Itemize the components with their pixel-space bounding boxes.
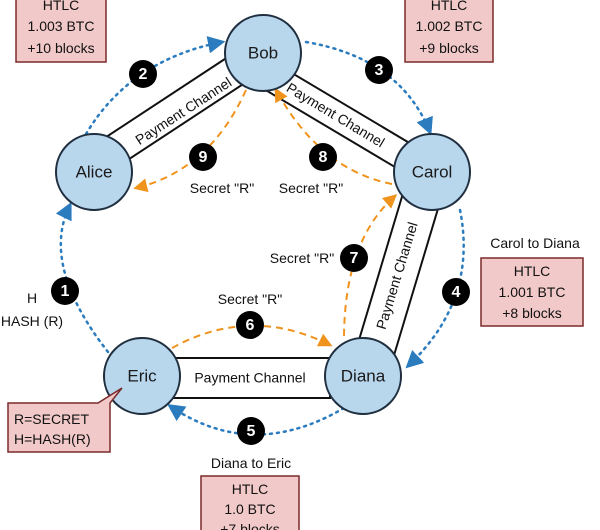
hash-label-h: H: [27, 290, 37, 306]
node-label-carol: Carol: [412, 162, 453, 181]
htlc-carol-diana-line-3: +8 blocks: [502, 305, 562, 321]
secret-label-6: Secret "R": [218, 291, 282, 307]
secret-arrow-eric-diana: [171, 324, 333, 349]
step-number-8: 8: [319, 149, 328, 166]
diana-to-eric-label: Diana to Eric: [211, 455, 291, 471]
htlc-bob-carol-line-1: HTLC: [431, 0, 468, 13]
node-label-eric: Eric: [127, 366, 157, 385]
htlc-box-diana-eric: HTLC 1.0 BTC +7 blocks: [200, 475, 300, 530]
step-number-6: 6: [246, 317, 255, 334]
htlc-diana-eric-line-1: HTLC: [232, 481, 269, 497]
step-badge-3: 3: [365, 56, 393, 84]
htlc-box-carol-diana: HTLC 1.001 BTC +8 blocks: [480, 257, 584, 327]
htlc-bob-carol-line-3: +9 blocks: [419, 40, 479, 56]
htlc-carol-diana-line-1: HTLC: [514, 263, 551, 279]
htlc-box-bob-carol: HTLC 1.002 BTC +9 blocks: [404, 0, 494, 63]
node-eric: Eric: [103, 337, 181, 415]
step-badge-6: 6: [236, 311, 264, 339]
htlc-carol-diana-line-2: 1.001 BTC: [499, 284, 566, 300]
secret-arrow-bob-alice: [133, 89, 247, 193]
node-bob: Bob: [224, 14, 302, 92]
htlc-diana-eric-line-2: 1.0 BTC: [224, 501, 275, 517]
htlc-diana-eric-line-3: +7 blocks: [220, 521, 280, 530]
htlc-alice-bob-line-1: HTLC: [43, 0, 80, 13]
carol-to-diana-label: Carol to Diana: [490, 235, 580, 251]
secret-label-7: Secret "R": [270, 250, 334, 266]
step-badge-8: 8: [309, 143, 337, 171]
secret-label-8: Secret "R": [279, 180, 343, 196]
node-label-diana: Diana: [341, 366, 386, 385]
forward-arrow-diana-eric: [167, 404, 346, 436]
htlc-bob-carol-line-2: 1.002 BTC: [416, 18, 483, 34]
htlc-box-alice-bob: HTLC 1.003 BTC +10 blocks: [15, 0, 107, 63]
step-number-1: 1: [61, 283, 70, 300]
secret-label-9: Secret "R": [190, 180, 254, 196]
step-badge-5: 5: [237, 417, 265, 445]
forward-arrow-alice-bob: [84, 36, 226, 136]
channel-label-diana-eric: Payment Channel: [194, 370, 305, 386]
channel-label-bob-carol: Payment Channel: [284, 79, 388, 150]
step-badge-2: 2: [129, 60, 157, 88]
eric-note-line-1: R=SECRET: [14, 411, 90, 427]
htlc-alice-bob-line-2: 1.003 BTC: [28, 18, 95, 34]
step-badge-7: 7: [340, 244, 368, 272]
node-label-alice: Alice: [76, 162, 113, 181]
step-number-7: 7: [350, 250, 359, 267]
node-diana: Diana: [324, 337, 402, 415]
step-badge-1: 1: [51, 277, 79, 305]
step-number-5: 5: [247, 423, 256, 440]
forward-arrow-eric-alice: [55, 201, 110, 354]
step-number-2: 2: [139, 66, 148, 83]
step-number-4: 4: [452, 284, 461, 301]
step-number-9: 9: [199, 149, 208, 166]
step-badge-9: 9: [189, 143, 217, 171]
node-carol: Carol: [393, 133, 471, 211]
eric-note-line-2: H=HASH(R): [14, 431, 91, 447]
step-badge-4: 4: [442, 278, 470, 306]
step-number-3: 3: [375, 62, 384, 79]
node-label-bob: Bob: [248, 43, 278, 62]
channel-diana-eric: Payment Channel: [169, 357, 331, 399]
hash-label-hash-r: HASH (R): [1, 313, 63, 329]
eric-secret-callout: R=SECRET H=HASH(R): [7, 387, 123, 453]
htlc-alice-bob-line-3: +10 blocks: [27, 40, 94, 56]
node-alice: Alice: [55, 133, 133, 211]
channel-carol-diana: Payment Channel: [354, 188, 442, 364]
